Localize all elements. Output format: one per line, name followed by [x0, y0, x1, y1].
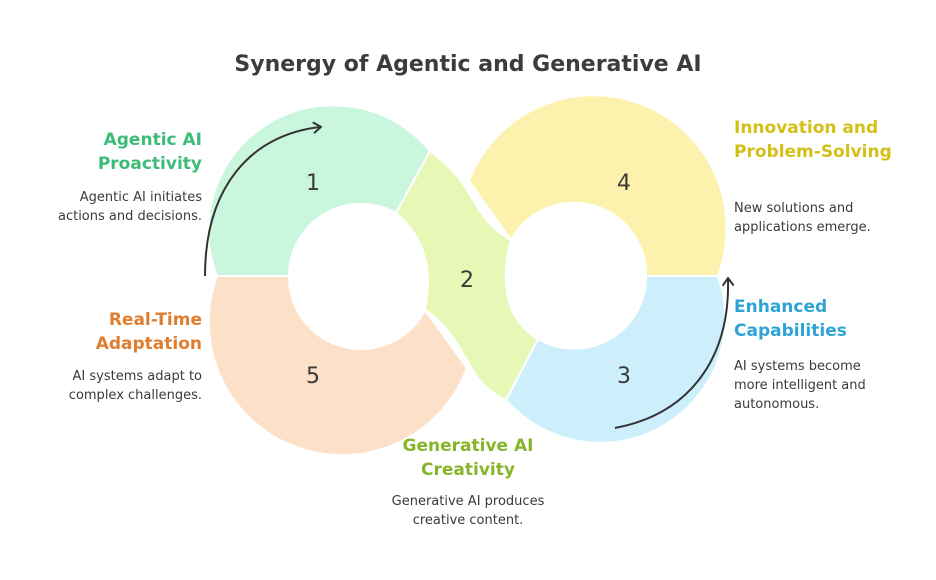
- segment-number-4: 4: [617, 171, 631, 196]
- stage-label-generative-ai-creativity: Generative AI Creativity: [402, 436, 534, 480]
- segment-3: [504, 275, 727, 444]
- stage-description-enhanced-capabilities: AI systems become more intelligent and a…: [734, 359, 866, 412]
- stage-description-real-time-adaptation: AI systems adapt to complex challenges.: [68, 369, 202, 403]
- stage-label-agentic-ai-proactivity: Agentic AI Proactivity: [97, 130, 202, 174]
- segment-number-1: 1: [306, 171, 320, 196]
- segment-5: [207, 275, 469, 457]
- stage-label-enhanced-capabilities: Enhanced Capabilities: [734, 297, 847, 341]
- diagram-title: Synergy of Agentic and Generative AI: [234, 52, 702, 77]
- segment-number-2: 2: [460, 268, 474, 293]
- stage-label-innovation-problem-solving: Innovation and Problem-Solving: [734, 118, 892, 162]
- segment-4: [467, 94, 728, 277]
- stage-label-real-time-adaptation: Real-Time Adaptation: [95, 310, 202, 354]
- stage-description-agentic-ai-proactivity: Agentic AI initiates actions and decisio…: [57, 190, 202, 224]
- stage-description-generative-ai-creativity: Generative AI produces creative content.: [391, 494, 545, 528]
- segment-number-5: 5: [306, 364, 320, 389]
- segment-1: [207, 104, 432, 277]
- segment-number-3: 3: [617, 364, 631, 389]
- arrow-top-left: [204, 121, 322, 277]
- segment-2: [394, 149, 540, 402]
- stage-description-innovation-problem-solving: New solutions and applications emerge.: [734, 201, 871, 235]
- arrow-bottom-right: [614, 277, 735, 429]
